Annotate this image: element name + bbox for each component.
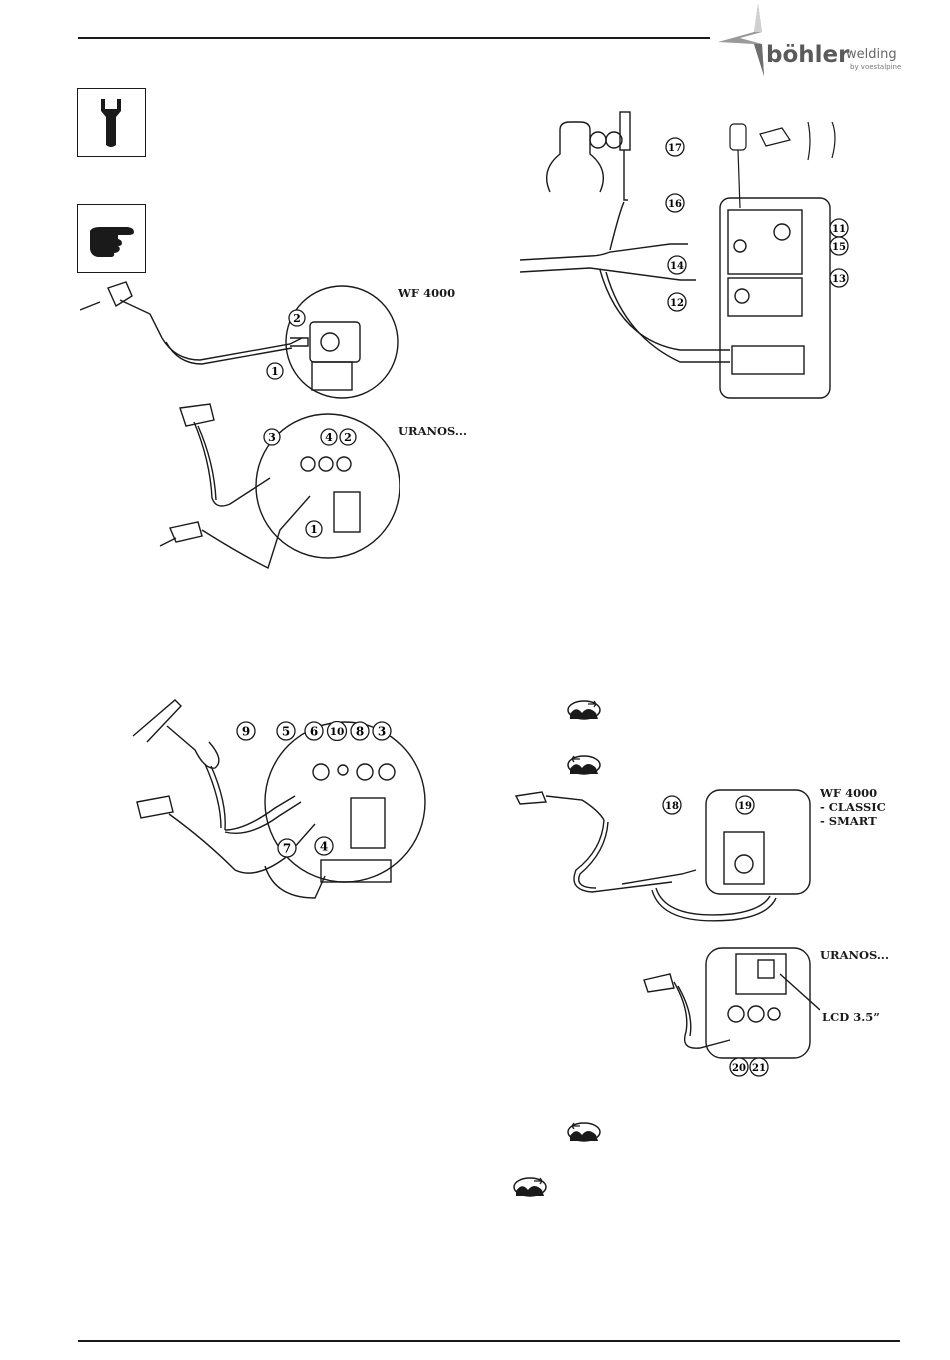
callout-5: 5 (276, 721, 296, 745)
svg-text:4: 4 (320, 840, 328, 854)
svg-text:1: 1 (310, 523, 318, 536)
callout-12: 12 (667, 292, 687, 316)
callout-13: 13 (829, 268, 849, 292)
figure-uranos-electrode (150, 400, 400, 580)
svg-text:11: 11 (832, 224, 846, 235)
label-lcd: LCD 3.5” (822, 1010, 880, 1024)
callout-10: 10 (326, 721, 348, 745)
svg-text:3: 3 (378, 725, 386, 739)
label-wf4000-right: WF 4000 (820, 786, 877, 800)
svg-text:16: 16 (668, 199, 682, 210)
svg-text:7: 7 (283, 842, 291, 856)
callout-7: 7 (277, 838, 297, 862)
svg-text:13: 13 (832, 274, 846, 285)
callout-17: 17 (665, 137, 685, 161)
svg-text:6: 6 (310, 725, 318, 739)
label-smart: - SMART (820, 814, 877, 828)
wire-feed-in-icon (566, 754, 602, 776)
callout-21: 21 (749, 1057, 769, 1081)
callout-1a: 1 (266, 362, 284, 384)
figure-gas-connection (520, 100, 860, 400)
svg-text:8: 8 (356, 725, 364, 739)
svg-text:2: 2 (344, 431, 352, 444)
callout-8: 8 (350, 721, 370, 745)
callout-9: 9 (236, 721, 256, 745)
svg-text:14: 14 (670, 261, 684, 272)
label-uranos-top: URANOS... (398, 424, 467, 438)
callout-19: 19 (735, 795, 755, 819)
wire-feed-out-icon (512, 1176, 548, 1198)
callout-4a: 4 (320, 428, 338, 450)
svg-text:19: 19 (738, 801, 752, 812)
figure-wf4000-electrode (80, 280, 400, 410)
callout-15: 15 (829, 236, 849, 260)
wrench-icon (78, 89, 144, 155)
svg-text:12: 12 (670, 298, 684, 309)
hand-icon-box (77, 204, 146, 273)
label-uranos-right: URANOS... (820, 948, 889, 962)
wire-feed-in-icon (566, 1121, 602, 1143)
callout-20: 20 (729, 1057, 749, 1081)
svg-text:3: 3 (268, 431, 276, 444)
callout-14: 14 (667, 255, 687, 279)
figure-uranos-lcd (640, 940, 820, 1070)
callout-2a: 2 (288, 309, 306, 331)
svg-text:1: 1 (271, 365, 279, 378)
svg-text:10: 10 (330, 726, 345, 738)
svg-text:9: 9 (242, 725, 250, 739)
callout-6: 6 (304, 721, 324, 745)
wrench-icon-box (77, 88, 146, 157)
header-rule (78, 37, 710, 39)
footer-rule (78, 1340, 900, 1342)
wire-feed-out-icon (566, 699, 602, 721)
svg-text:18: 18 (665, 801, 679, 812)
label-wf4000-top: WF 4000 (398, 286, 455, 300)
callout-1b: 1 (305, 520, 323, 542)
label-classic: - CLASSIC (820, 800, 886, 814)
brand-suffix: welding (846, 47, 897, 62)
svg-text:4: 4 (325, 431, 333, 444)
callout-4b: 4 (314, 836, 334, 860)
svg-text:20: 20 (732, 1063, 746, 1074)
svg-text:5: 5 (282, 725, 290, 739)
callout-3b: 3 (372, 721, 392, 745)
brand-tagline: by voestalpine (850, 63, 901, 71)
callout-16: 16 (665, 193, 685, 217)
callout-3a: 3 (263, 428, 281, 450)
brand-name: böhler (766, 42, 849, 68)
callout-18: 18 (662, 795, 682, 819)
pointing-hand-icon (78, 205, 144, 271)
svg-text:17: 17 (668, 143, 682, 154)
callout-2b: 2 (339, 428, 357, 450)
svg-text:21: 21 (752, 1063, 766, 1074)
svg-text:15: 15 (832, 242, 846, 253)
svg-text:2: 2 (293, 312, 301, 325)
